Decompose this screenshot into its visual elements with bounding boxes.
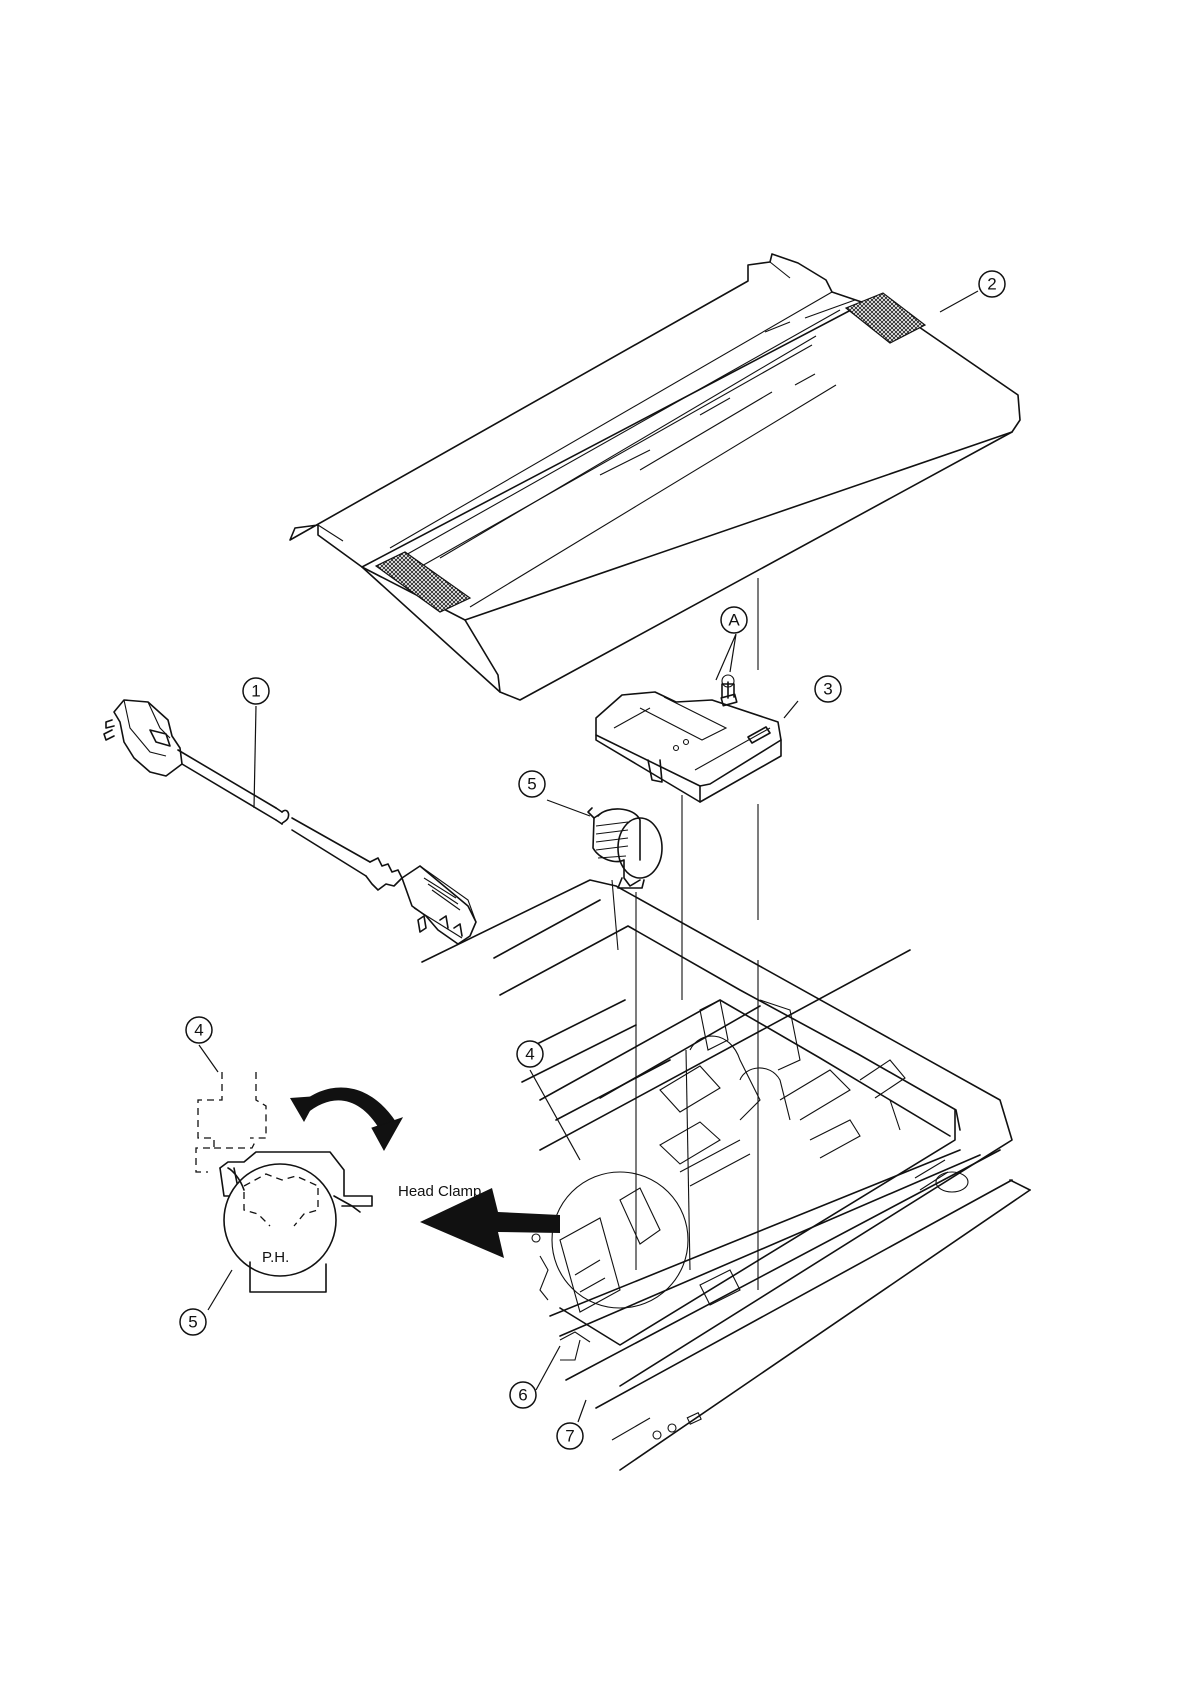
svg-text:4: 4	[194, 1021, 203, 1040]
print-head	[588, 808, 662, 888]
printer-body	[422, 880, 1030, 1470]
head-clamp-detail	[196, 1072, 560, 1292]
callout-5-print-head: 5	[519, 771, 545, 797]
svg-text:5: 5	[188, 1313, 197, 1332]
svg-text:1: 1	[251, 682, 260, 701]
callout-3: 3	[815, 676, 841, 702]
svg-text:A: A	[728, 611, 740, 630]
head-clamp-label: Head Clamp	[398, 1183, 481, 1200]
callout-4-detail: 4	[186, 1017, 212, 1043]
callout-5-detail: 5	[180, 1309, 206, 1335]
svg-text:6: 6	[518, 1386, 527, 1405]
callout-2: 2	[979, 271, 1005, 297]
svg-text:4: 4	[525, 1045, 534, 1064]
callout-4-main: 4	[517, 1041, 543, 1067]
assembly-guide-lines	[612, 578, 758, 1290]
access-cover	[290, 254, 1020, 700]
svg-text:5: 5	[527, 775, 536, 794]
ribbon-cartridge	[596, 675, 781, 802]
callout-7: 7	[557, 1423, 583, 1449]
svg-text:7: 7	[565, 1427, 574, 1446]
callout-a: A	[721, 607, 747, 633]
callout-6: 6	[510, 1382, 536, 1408]
power-cord	[104, 700, 476, 944]
svg-text:3: 3	[823, 680, 832, 699]
print-head-label: P.H.	[262, 1249, 289, 1266]
svg-text:2: 2	[987, 275, 996, 294]
callout-1: 1	[243, 678, 269, 704]
